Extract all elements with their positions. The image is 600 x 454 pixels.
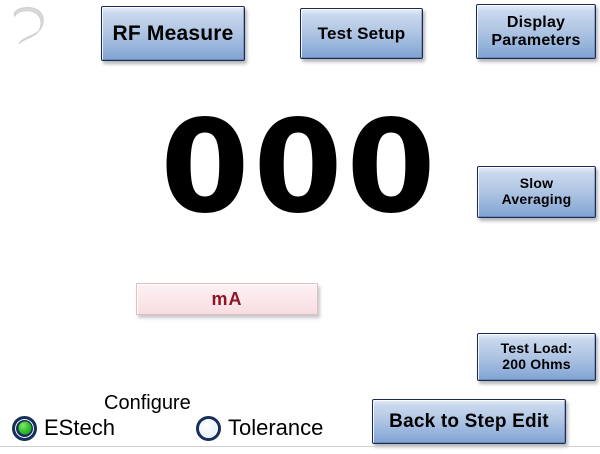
test-setup-button[interactable]: Test Setup bbox=[300, 8, 423, 59]
radio-estech-label: EStech bbox=[44, 415, 115, 440]
averaging-label-line2: Averaging bbox=[501, 191, 572, 207]
configure-group-label: Configure bbox=[104, 392, 191, 414]
test-load-label-line1: Test Load: bbox=[500, 340, 573, 357]
radio-option-estech[interactable]: EStech bbox=[12, 415, 115, 441]
radio-option-tolerance[interactable]: Tolerance bbox=[196, 415, 323, 441]
averaging-mode-button[interactable]: Slow Averaging bbox=[477, 166, 596, 218]
bottom-divider bbox=[0, 446, 600, 447]
measurement-readout: 000 bbox=[160, 93, 440, 242]
rf-measure-button[interactable]: RF Measure bbox=[101, 6, 245, 61]
swirl-arrow-icon bbox=[6, 4, 52, 48]
back-to-step-edit-label: Back to Step Edit bbox=[389, 410, 549, 432]
display-parameters-label-line2: Parameters bbox=[491, 31, 581, 49]
display-parameters-button[interactable]: Display Parameters bbox=[476, 4, 596, 59]
radio-tolerance-indicator-icon[interactable] bbox=[196, 415, 221, 441]
back-to-step-edit-button[interactable]: Back to Step Edit bbox=[372, 399, 566, 444]
test-setup-label: Test Setup bbox=[317, 23, 406, 43]
radio-estech-indicator-icon[interactable] bbox=[12, 415, 37, 441]
radio-tolerance-label: Tolerance bbox=[228, 415, 324, 440]
averaging-label-line1: Slow bbox=[519, 175, 554, 192]
test-load-button[interactable]: Test Load: 200 Ohms bbox=[477, 333, 596, 381]
units-indicator: mA bbox=[136, 283, 318, 315]
rf-measure-label: RF Measure bbox=[112, 21, 234, 45]
test-load-value: 200 Ohms bbox=[502, 356, 571, 372]
display-parameters-label-line1: Display bbox=[506, 13, 566, 31]
units-label: mA bbox=[211, 288, 243, 309]
